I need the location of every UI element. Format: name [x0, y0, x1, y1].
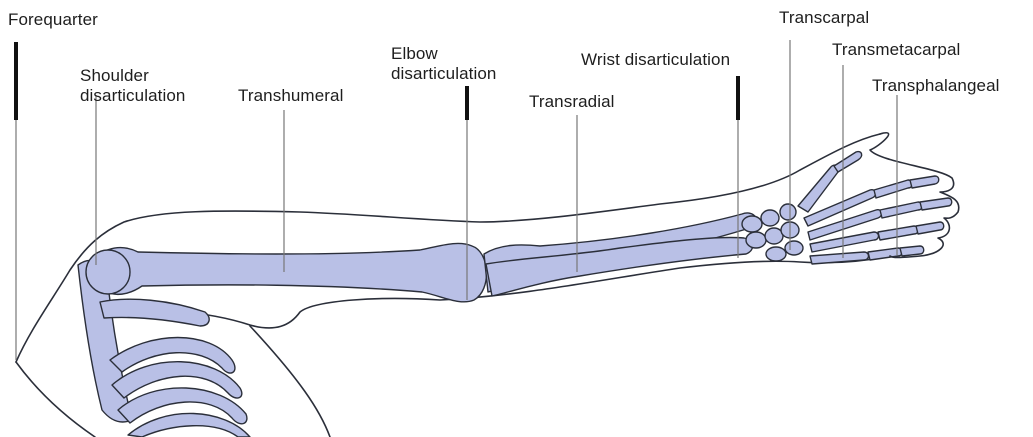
torso-outline: [250, 326, 330, 437]
label-wrist-disarticulation: Wrist disarticulation: [581, 50, 730, 70]
label-transcarpal: Transcarpal: [779, 8, 869, 28]
label-elbow-disarticulation-line2: disarticulation: [391, 64, 496, 84]
label-shoulder-disarticulation-line2: disarticulation: [80, 86, 185, 106]
label-transphalangeal: Transphalangeal: [872, 76, 1000, 96]
hand-bones: [798, 152, 952, 264]
label-transhumeral: Transhumeral: [238, 86, 343, 106]
label-transmetacarpal: Transmetacarpal: [832, 40, 960, 60]
label-transradial: Transradial: [529, 92, 615, 112]
humeral-head: [86, 250, 130, 294]
humerus: [90, 243, 487, 301]
label-elbow-disarticulation-line1: Elbow: [391, 44, 438, 64]
carpal-bones: [742, 204, 803, 261]
label-shoulder-disarticulation-line1: Shoulder: [80, 66, 149, 86]
label-forequarter: Forequarter: [8, 10, 98, 30]
clavicle: [100, 299, 209, 326]
back-outline: [16, 362, 95, 437]
